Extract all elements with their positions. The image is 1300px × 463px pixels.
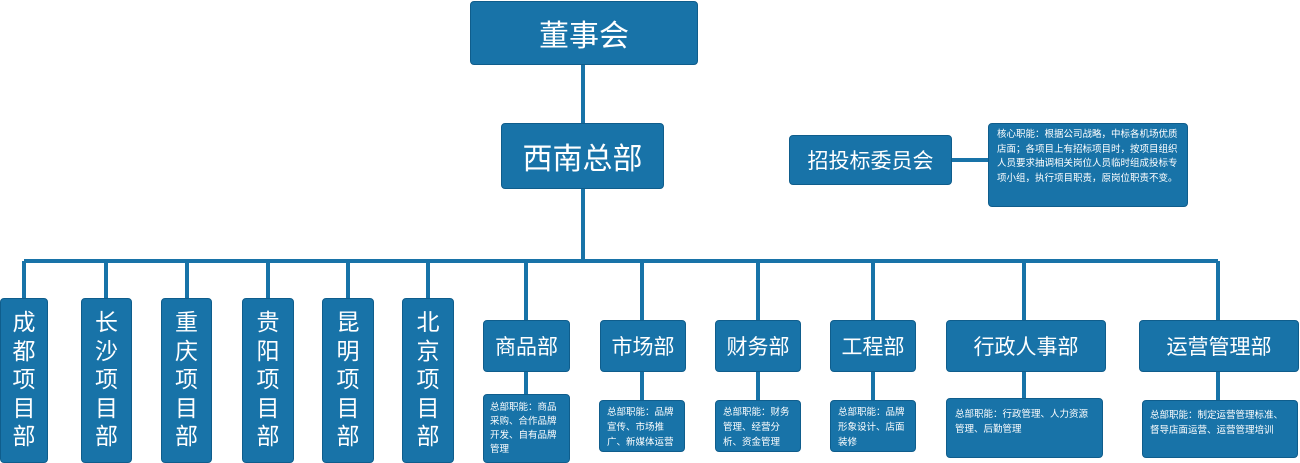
dept-marketing-desc-text: 总部职能：品牌宣传、市场推广、新媒体运营 — [607, 407, 674, 448]
dept-admin-hr-desc-text: 总部职能：行政管理、人力资源管理、后勤管理 — [955, 409, 1089, 435]
dept-merchandise-label: 商品部 — [495, 335, 558, 359]
project-beijing-label: 北京项目部 — [416, 310, 440, 450]
dept-engineering-desc-text: 总部职能：品牌形象设计、店面装修 — [838, 407, 905, 448]
dept-admin-hr-desc: 总部职能：行政管理、人力资源管理、后勤管理 — [946, 398, 1103, 458]
hq-label: 西南总部 — [522, 142, 643, 177]
project-chongqing-label: 重庆项目部 — [175, 310, 198, 450]
project-changsha: 长沙项目部 — [81, 298, 132, 463]
board-label: 董事会 — [539, 19, 629, 54]
hq-node: 西南总部 — [501, 123, 664, 189]
dept-engineering: 工程部 — [830, 320, 916, 372]
committee-description: 核心职能：根据公司战略，中标各机场优质店面；各项目上有招标项目时，按项目组织人员… — [988, 123, 1188, 207]
project-chengdu: 成都项目部 — [0, 298, 48, 463]
dept-marketing-label: 市场部 — [611, 335, 675, 359]
committee-label: 招投标委员会 — [807, 149, 934, 173]
project-guiyang: 贵阳项目部 — [242, 298, 294, 463]
dept-finance: 财务部 — [715, 320, 801, 372]
dept-operations-desc: 总部职能：制定运营管理标准、督导店面运营、运营管理培训 — [1142, 400, 1298, 458]
dept-merchandise-desc: 总部职能：商品采购、合作品牌开发、自有品牌管理 — [483, 394, 570, 463]
dept-marketing: 市场部 — [600, 320, 686, 372]
dept-finance-desc: 总部职能：财务管理、经营分析、资金管理 — [715, 400, 801, 452]
dept-merchandise-desc-text: 总部职能：商品采购、合作品牌开发、自有品牌管理 — [490, 402, 557, 455]
project-chengdu-label: 成都项目部 — [12, 310, 36, 450]
committee-node: 招投标委员会 — [789, 135, 952, 185]
dept-finance-desc-text: 总部职能：财务管理、经营分析、资金管理 — [723, 407, 790, 448]
project-changsha-label: 长沙项目部 — [95, 310, 118, 450]
committee-desc-text: 核心职能：根据公司战略，中标各机场优质店面；各项目上有招标项目时，按项目组织人员… — [997, 129, 1178, 184]
dept-finance-label: 财务部 — [726, 335, 790, 359]
dept-operations: 运营管理部 — [1139, 320, 1299, 372]
project-chongqing: 重庆项目部 — [161, 298, 212, 463]
dept-engineering-desc: 总部职能：品牌形象设计、店面装修 — [830, 400, 916, 452]
dept-merchandise: 商品部 — [483, 320, 570, 372]
project-beijing: 北京项目部 — [402, 298, 454, 463]
board-node: 董事会 — [470, 1, 698, 65]
project-kunming: 昆明项目部 — [322, 298, 374, 463]
dept-operations-label: 运营管理部 — [1166, 335, 1272, 359]
dept-admin-hr: 行政人事部 — [946, 320, 1106, 372]
project-kunming-label: 昆明项目部 — [336, 310, 360, 450]
dept-engineering-label: 工程部 — [841, 335, 905, 359]
project-guiyang-label: 贵阳项目部 — [256, 310, 280, 450]
dept-marketing-desc: 总部职能：品牌宣传、市场推广、新媒体运营 — [599, 400, 685, 452]
dept-operations-desc-text: 总部职能：制定运营管理标准、督导店面运营、运营管理培训 — [1150, 410, 1284, 436]
dept-admin-hr-label: 行政人事部 — [973, 335, 1079, 359]
